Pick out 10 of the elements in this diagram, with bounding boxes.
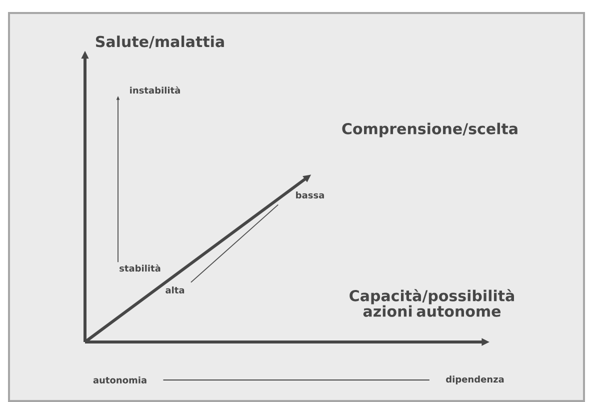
axis-title: Capacità/possibilità azioni autonome <box>350 289 514 317</box>
scale-label: alta <box>166 286 184 294</box>
axis-title: Salute/malattia <box>96 36 224 48</box>
scale-label: instabilità <box>130 86 180 94</box>
scale-label: autonomia <box>93 376 146 384</box>
scale-label: stabilità <box>120 264 160 272</box>
scale-label: bassa <box>296 192 324 198</box>
scale-label: dipendenza <box>446 376 504 384</box>
scale-line <box>190 204 279 283</box>
axis-title: Comprensione/scelta <box>342 122 518 138</box>
